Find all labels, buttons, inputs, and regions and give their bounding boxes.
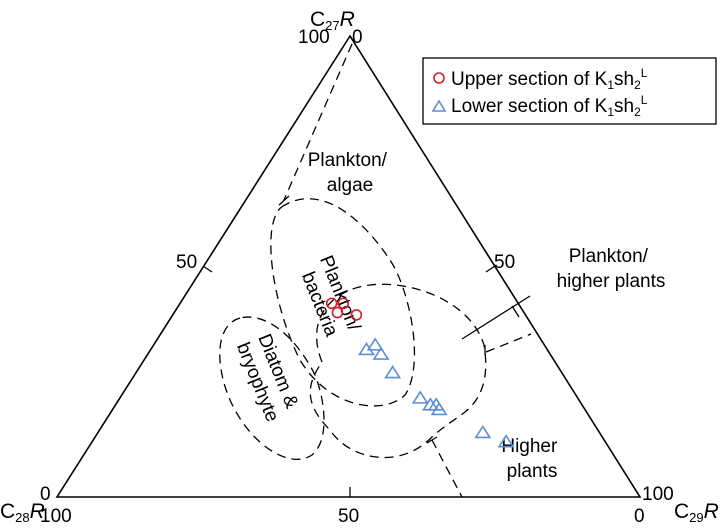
right-axis-mid-tick (485, 265, 496, 273)
algae-t-marker (278, 195, 290, 206)
left-corner-tick-0: 0 (40, 484, 51, 505)
bottom-tick-0: 0 (634, 506, 645, 527)
region-label-plankton-algae: Plankton/ algae (308, 150, 393, 196)
region-label-plankton-higher-plants: Plankton/ higher plants (557, 246, 666, 292)
left-axis-mid-label: 50 (176, 252, 197, 273)
top-axis-tick-0: 0 (352, 27, 363, 48)
legend: Upper section of K1sh2L Lower section of… (422, 57, 717, 125)
legend-entry-upper: Upper section of K1sh2L (451, 66, 648, 92)
lower-section-point-10 (497, 434, 515, 448)
lower-section-point-8 (430, 401, 448, 416)
right-edge-cross-tick (511, 305, 520, 318)
legend-marker-circle (433, 72, 445, 84)
lower-section-point-4 (384, 365, 402, 379)
upper-section-point-2 (337, 297, 350, 310)
plankton-bacteria-boundary (270, 198, 416, 407)
legend-box (422, 57, 717, 125)
upper-section-point-3 (331, 306, 344, 319)
region-label-diatom-bryophyte: Diatom & bryophyte (232, 331, 304, 425)
lower-section-point-9 (474, 424, 492, 439)
upper-section-point-4 (350, 309, 363, 321)
region-label-plankton-bacteria: Plankton/ bacteria (294, 253, 366, 348)
region-boundaries (219, 43, 532, 498)
algae-boundary-line (283, 43, 353, 201)
legend-marker-triangle (431, 99, 447, 112)
right-axis-title: C29R (674, 500, 719, 525)
legend-entry-lower: Lower section of K1sh2L (451, 93, 648, 119)
higher-plants-boundary-line (431, 439, 463, 498)
data-points (325, 297, 515, 448)
lower-section-point-3 (372, 346, 390, 360)
left-axis-mid-tick (202, 265, 213, 273)
region-label-higher-plants: Higher plants (501, 436, 562, 482)
right-corner-tick-100: 100 (642, 484, 674, 505)
bottom-tick-50: 50 (338, 506, 359, 527)
lower-section-point-2 (366, 337, 384, 351)
higher-plants-t-marker (426, 436, 438, 444)
right-axis-mid-label: 50 (494, 252, 515, 273)
left-axis-title: C28R (0, 500, 45, 525)
lower-section-point-1 (358, 341, 375, 356)
right-boundary-line (485, 333, 532, 353)
lower-section-point-5 (411, 390, 429, 404)
upper-section-point-1 (325, 297, 338, 310)
diatom-bryophyte-boundary (219, 316, 325, 460)
top-axis-tick-100: 100 (298, 27, 330, 48)
bottom-tick-100: 100 (40, 506, 72, 527)
top-axis-title: C27R (310, 8, 355, 33)
plankton-higher-plants-pointer (461, 295, 531, 340)
